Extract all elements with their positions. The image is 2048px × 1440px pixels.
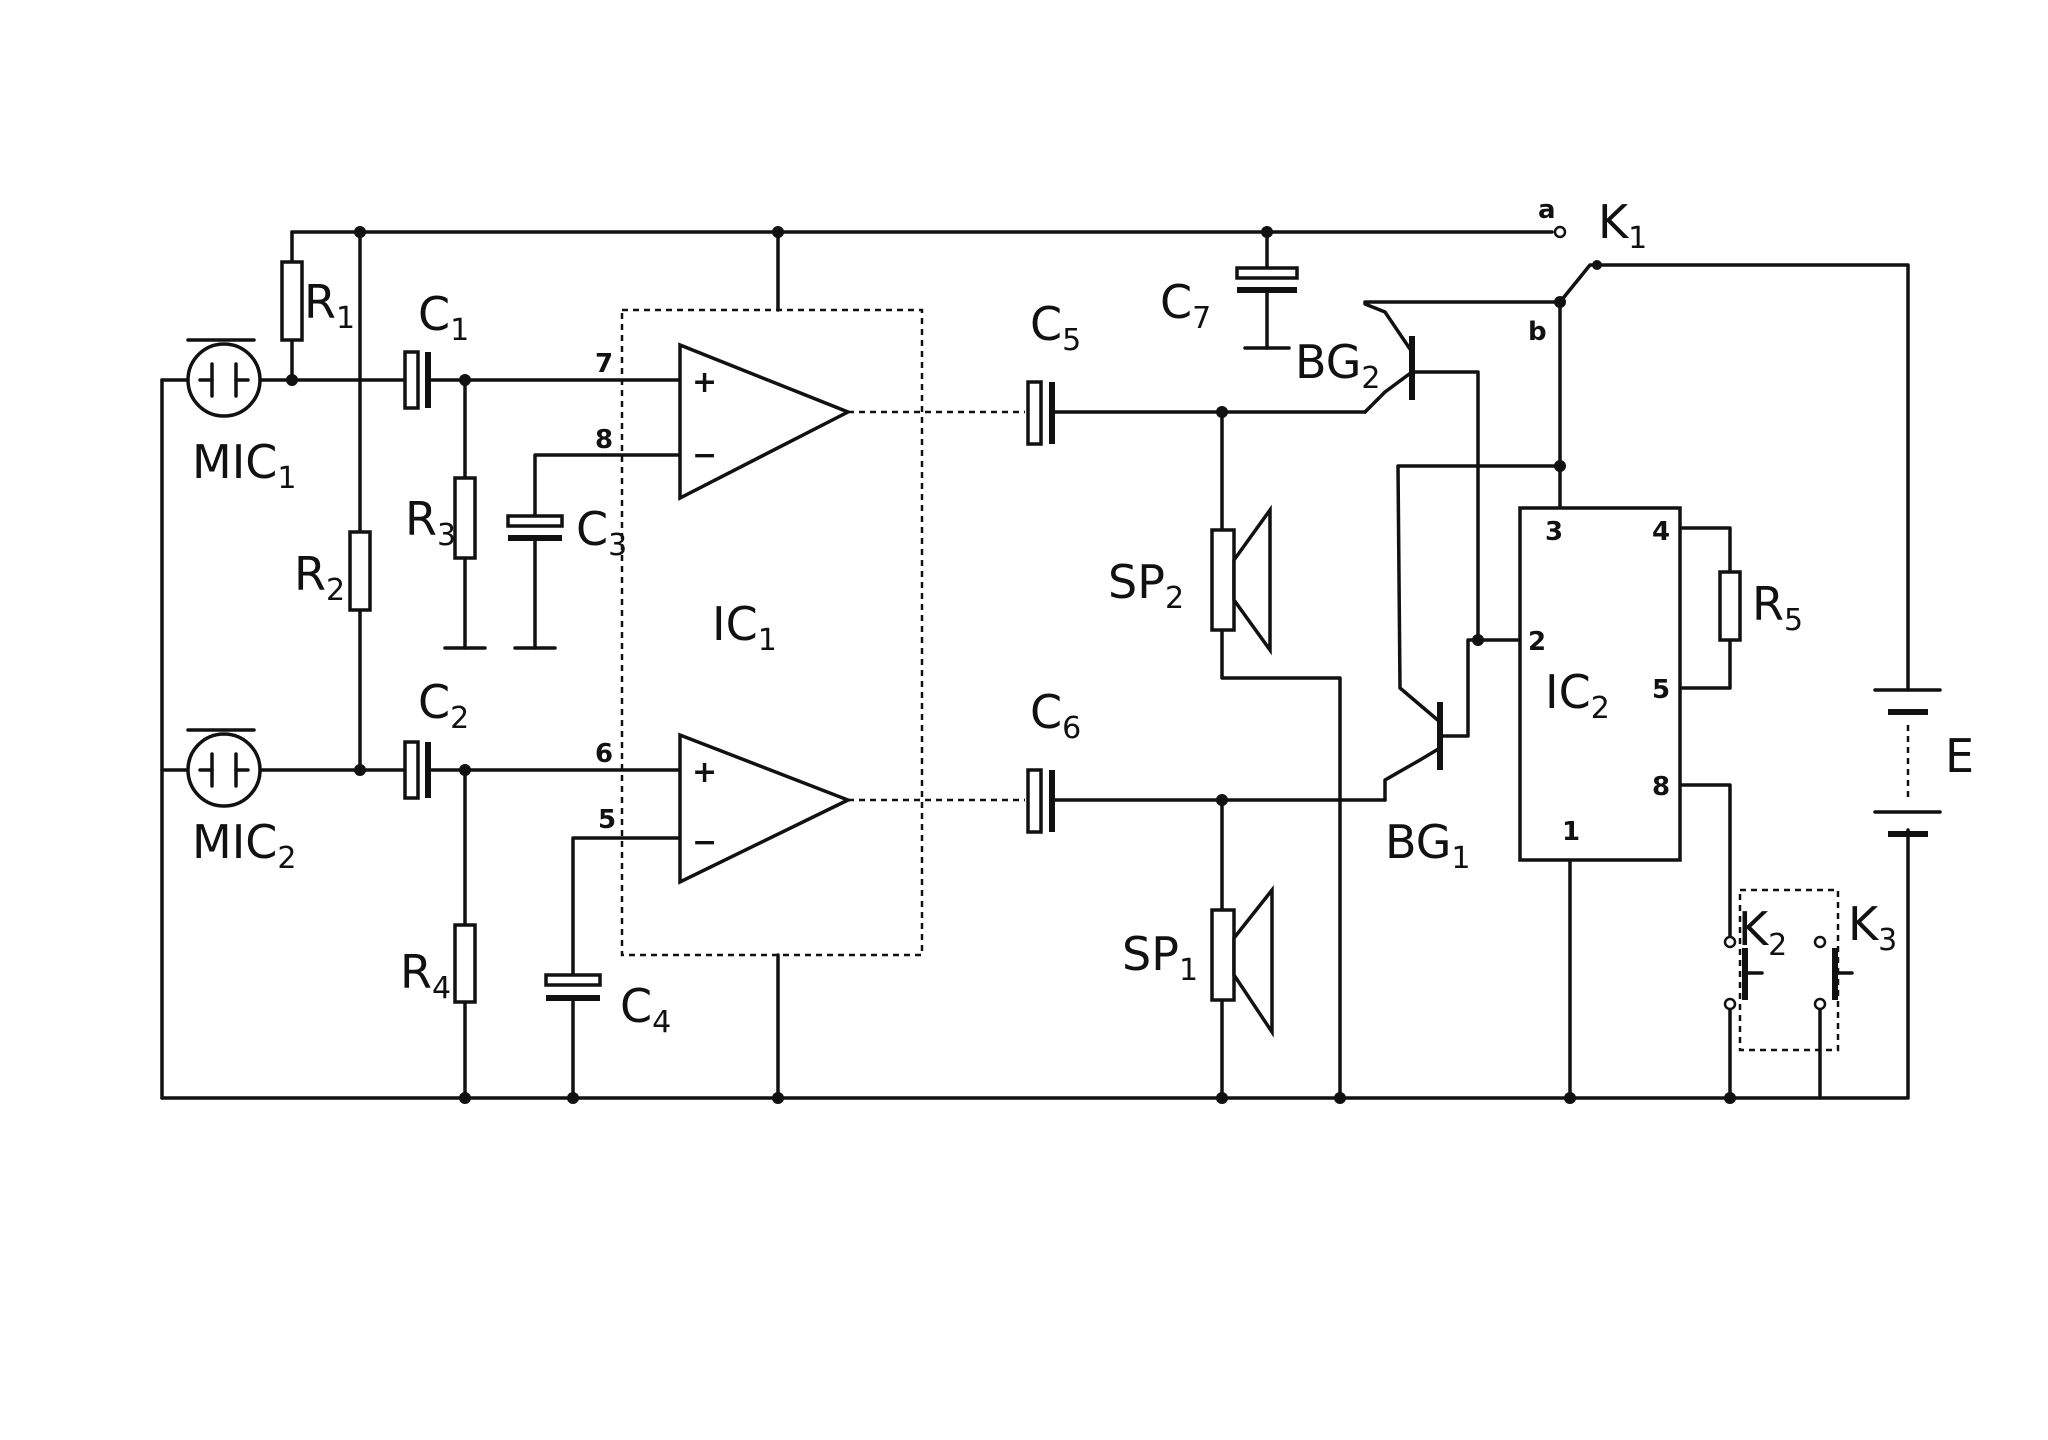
r1-resistor [280,260,304,342]
bg2-label: BG2 [1295,335,1381,396]
sp2-speaker-icon [1210,504,1272,656]
battery-e [1873,688,1942,837]
ic2-pin-4: 4 [1652,517,1670,547]
ic2-pin-numbers: 3 4 2 5 8 1 [1528,517,1670,847]
ic1-pin-5: 5 [598,805,616,835]
component-labels: R1 R2 R3 R4 R5 C1 C2 C3 C4 C5 C6 C7 MIC1… [192,195,1974,1040]
ic1-pin-7: 7 [595,349,613,379]
k1-contact-a [1553,225,1567,239]
r1-label: R1 [304,275,355,336]
k1-pivot [1592,260,1602,270]
switch-contact-b-label: b [1528,317,1547,347]
r5-resistor [1718,570,1742,642]
ic2-pin-8: 8 [1652,772,1670,802]
ic2-pin-5: 5 [1652,675,1670,705]
k2-label: K2 [1738,902,1787,963]
bg1-label: BG1 [1385,815,1471,876]
c4-capacitor [544,973,602,1001]
r3-label: R3 [405,492,456,553]
r4-label: R4 [400,945,451,1006]
sp1-label: SP1 [1122,927,1198,988]
opamp-top-minus-sign: − [692,438,717,473]
c5-label: C5 [1030,297,1081,358]
ic1-package-outline [620,308,924,957]
c6-label: C6 [1030,685,1081,746]
c7-capacitor [1235,266,1299,293]
mic1-symbol [186,338,262,418]
ic1-label: IC1 [712,597,777,658]
ic1-pin-8: 8 [595,425,613,455]
c6-capacitor [1026,768,1055,834]
k2-push-button [1723,935,1764,1011]
ic2-pin-2: 2 [1528,627,1546,657]
ic2-pin-1: 1 [1562,817,1580,847]
r4-resistor [453,923,477,1004]
battery-label: E [1945,729,1974,783]
c3-capacitor [506,514,564,541]
ic2-package [1518,506,1682,862]
sp2-label: SP2 [1108,555,1184,616]
opamp-bottom-minus-sign: − [692,825,717,860]
c2-label: C2 [418,675,469,736]
wires [160,230,1910,1100]
r5-label: R5 [1752,577,1803,638]
r2-resistor [348,530,372,612]
ic1-pin-6: 6 [595,739,613,769]
switch-contact-a-label: a [1538,195,1556,225]
r3-resistor [453,476,477,560]
opamp-top [678,342,853,501]
junction-dots [286,226,1736,1104]
c3-label: C3 [576,502,627,563]
r2-label: R2 [294,547,345,608]
c2-capacitor [403,740,431,800]
c7-label: C7 [1160,275,1211,336]
opamp-bottom-plus-sign: + [692,755,717,790]
mic1-label: MIC1 [192,435,296,496]
c4-label: C4 [620,979,671,1040]
ic2-pin-3: 3 [1545,517,1563,547]
opamp-bottom [678,732,853,885]
c1-label: C1 [418,287,469,348]
k1-label: K1 [1598,195,1647,256]
c1-capacitor [403,350,431,410]
k2-k3-gang-outline [1738,888,1840,1052]
ic2-label: IC2 [1545,665,1610,726]
mic2-label: MIC2 [192,815,296,876]
c5-capacitor [1026,380,1055,446]
k3-label: K3 [1848,897,1897,958]
opamp-top-plus-sign: + [692,365,717,400]
sp1-speaker-icon [1210,884,1274,1038]
ic1-pin-numbers: 7 8 6 5 [595,349,616,835]
k3-push-button [1813,935,1854,1011]
mic2-symbol [186,728,262,808]
